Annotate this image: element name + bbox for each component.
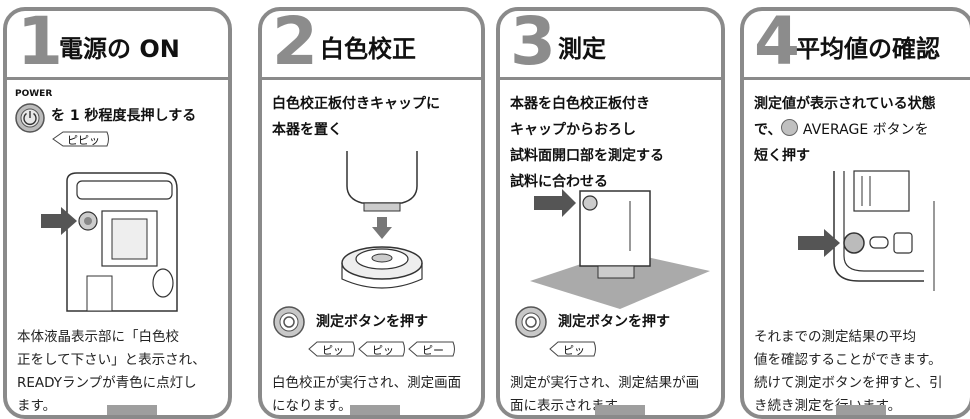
bottom-tab — [107, 405, 157, 415]
step-title: 電源の ON — [59, 35, 180, 63]
step-instruction: 測定値が表示されている状態 で、 AVERAGE ボタンを 短く押す — [754, 96, 936, 164]
step-number: 2 — [272, 7, 318, 80]
average-button-icon — [781, 119, 799, 136]
sound-bubble-icon — [549, 341, 596, 357]
bottom-tab — [350, 405, 400, 415]
step-panel-1: 1 電源の ON POWER を 1 秒程度長押しする ピピッ 本体液晶表示部に… — [3, 7, 232, 419]
step-panel-4: 4 平均値の確認 測定値が表示されている状態 で、 AVERAGE ボタンを 短… — [740, 7, 970, 419]
measuring-illustration — [530, 189, 710, 309]
bottom-tab — [836, 405, 886, 415]
sound-bubble-icon — [308, 341, 455, 357]
measure-button-label: 測定ボタンを押す — [316, 314, 428, 330]
step-panel-2: 2 白色校正 白色校正板付きキャップに 本器を置く 測定ボタンを押す ピッ ピッ… — [258, 7, 485, 419]
measure-button-label: 測定ボタンを押す — [558, 314, 670, 330]
sound-bubble-icon — [52, 131, 109, 147]
step-number: 4 — [754, 7, 800, 80]
power-instruction: を 1 秒程度長押しする — [51, 108, 197, 124]
measure-button-icon — [515, 306, 547, 338]
sound-text: ピッ — [372, 344, 394, 357]
average-button-illustration — [798, 170, 935, 291]
header-divider — [262, 77, 481, 80]
power-button-icon — [15, 103, 45, 133]
calibration-cap-illustration — [341, 151, 423, 289]
sound-text: ピッ — [563, 344, 585, 357]
step-title: 平均値の確認 — [796, 35, 940, 63]
device-illustration — [41, 172, 178, 312]
step-title: 白色校正 — [320, 35, 416, 63]
step-instruction: 白色校正板付きキャップに 本器を置く — [272, 96, 440, 138]
step-title: 測定 — [558, 35, 606, 63]
measure-button-icon — [273, 306, 305, 338]
step-number: 3 — [510, 7, 556, 80]
step-header: 4 平均値の確認 — [744, 7, 970, 80]
step-header: 1 電源の ON — [7, 7, 228, 80]
step-panel-3: 3 測定 本器を白色校正板付き キャップからおろし 試料面開口部を測定する 試料… — [496, 7, 725, 419]
header-divider — [7, 77, 228, 80]
step-instruction: 本器を白色校正板付き キャップからおろし 試料面開口部を測定する 試料に合わせる — [510, 96, 664, 190]
sound-text: ピピッ — [67, 134, 100, 147]
step-header: 2 白色校正 — [262, 7, 481, 80]
header-divider — [500, 77, 721, 80]
sound-text: ピー — [422, 344, 444, 357]
bottom-tab — [595, 405, 645, 415]
header-divider — [744, 77, 970, 80]
step-header: 3 測定 — [500, 7, 721, 80]
sound-text: ピッ — [322, 344, 344, 357]
power-label: POWER — [15, 89, 53, 99]
step-number: 1 — [17, 7, 63, 80]
